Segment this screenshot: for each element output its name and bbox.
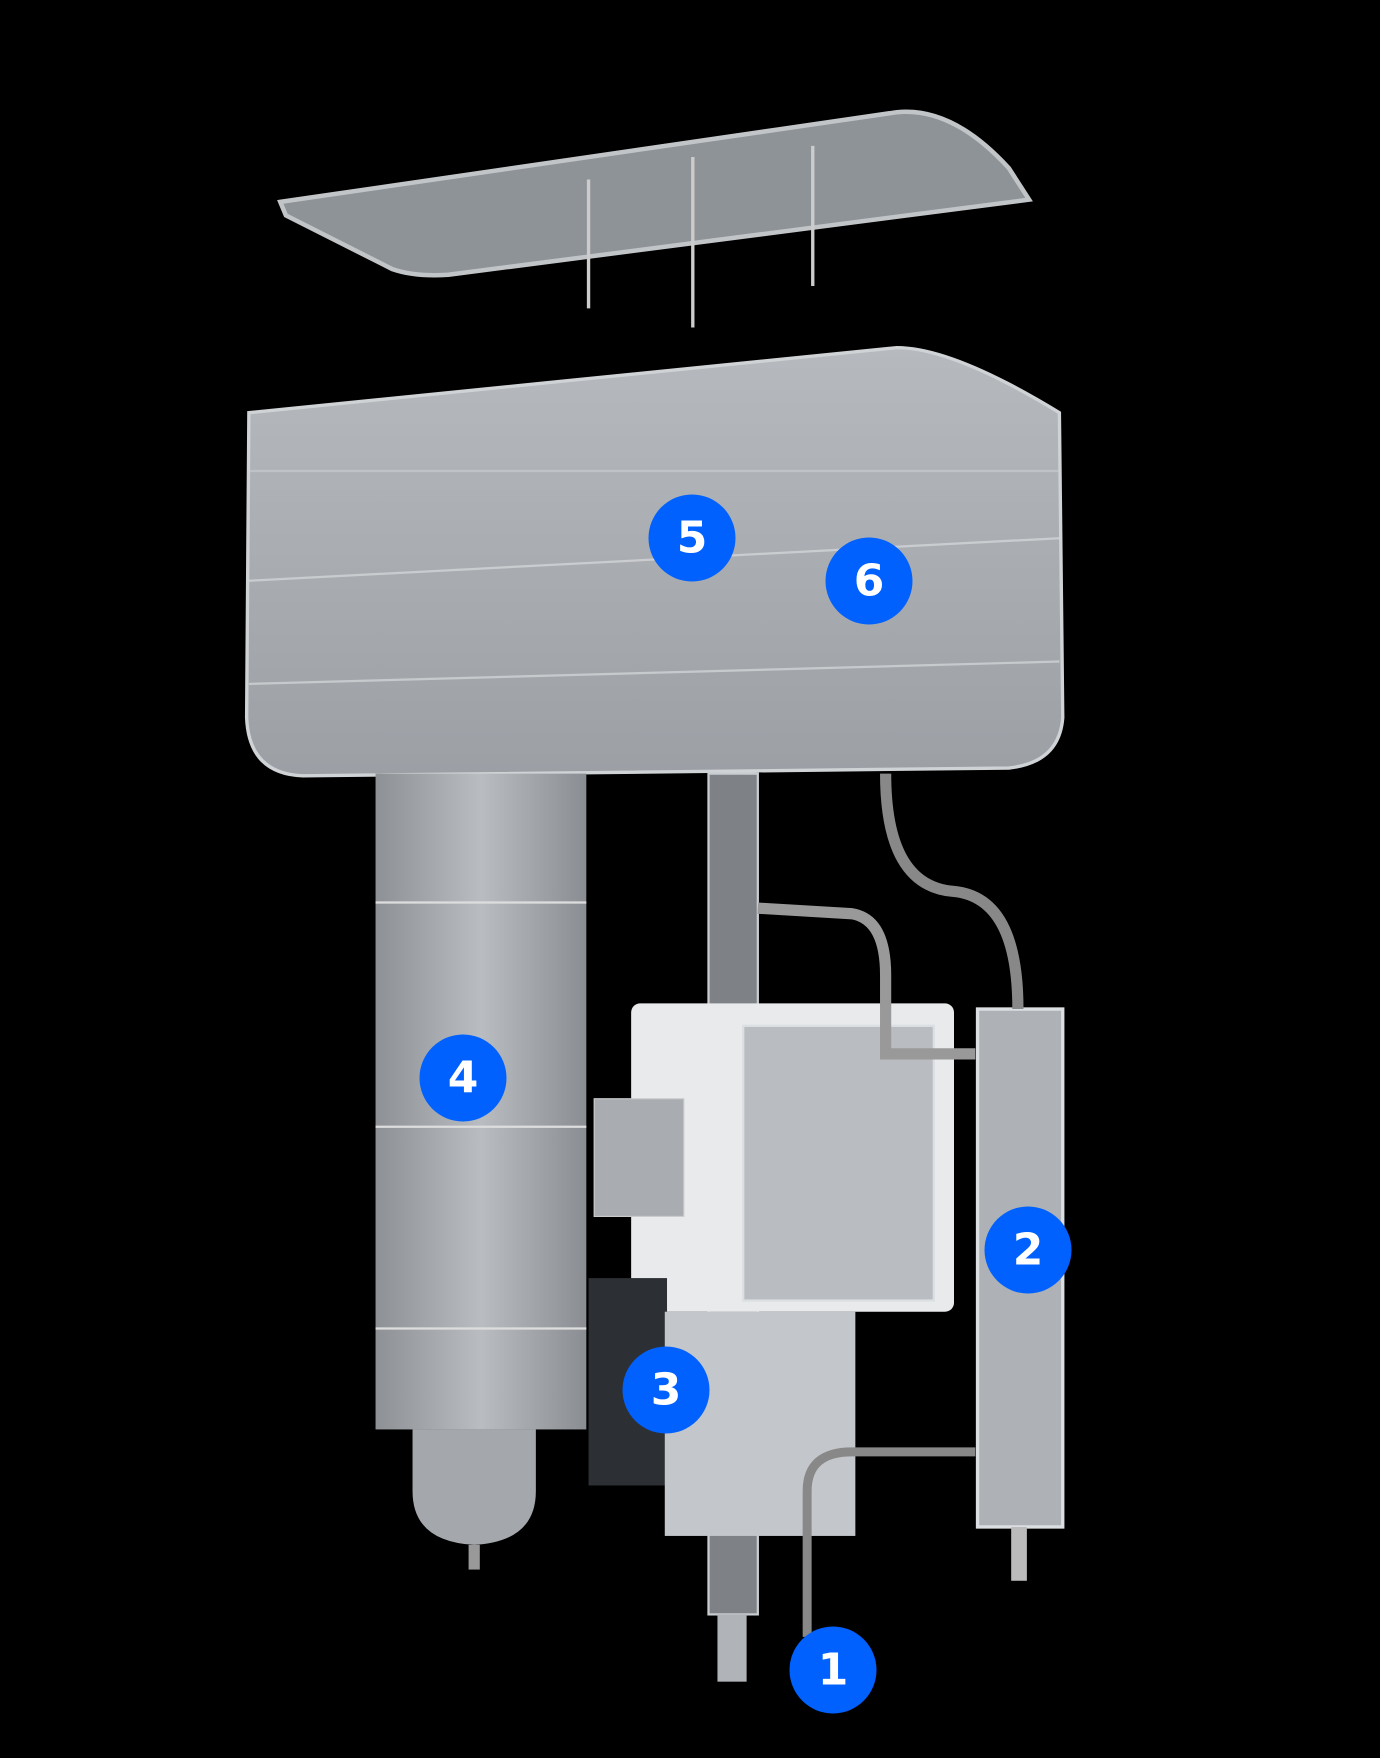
lid: [277, 109, 1033, 328]
marker-5[interactable]: 5: [648, 494, 736, 582]
marker-3[interactable]: 3: [622, 1346, 710, 1434]
marker-6[interactable]: 6: [825, 537, 913, 625]
filter-cylinder: [375, 773, 587, 1570]
marker-2[interactable]: 2: [984, 1206, 1072, 1294]
mounting-plate: [588, 1003, 955, 1536]
marker-1[interactable]: 1: [789, 1626, 877, 1714]
marker-4[interactable]: 4: [419, 1034, 507, 1122]
